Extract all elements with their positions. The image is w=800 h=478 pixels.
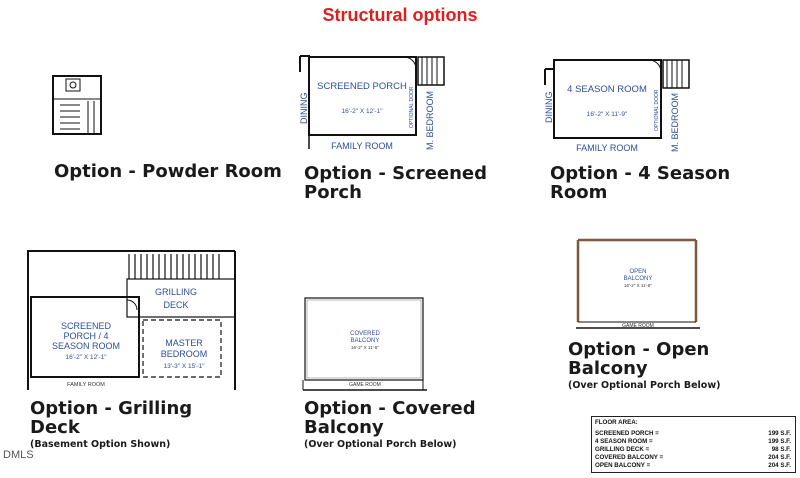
floor-area-row: OPEN BALCONY = 204 S.F. <box>595 462 791 469</box>
page-title: Structural options <box>322 5 478 25</box>
option-title: Option - Screened Porch <box>304 163 487 203</box>
game-room-label: GAME ROOM <box>622 323 654 329</box>
bedroom-label: M. BEDROOM <box>670 93 680 152</box>
powder-room-plan <box>52 75 102 135</box>
dining-label: DINING <box>544 92 554 124</box>
family-room-label: FAMILY ROOM <box>576 143 638 153</box>
option-covered-balcony: Option - Covered Balcony (Over Optional … <box>304 399 479 450</box>
game-room-label: GAME ROOM <box>349 382 381 388</box>
row-value: 204 S.F. <box>768 462 791 469</box>
option-powder-room: Option - Powder Room <box>54 162 282 181</box>
row-label: 4 SEASON ROOM = <box>595 438 653 445</box>
option-title: Option - 4 Season Room <box>550 163 731 203</box>
family-room-label: FAMILY ROOM <box>331 141 393 151</box>
option-grilling-deck: Option - Grilling Deck (Basement Option … <box>30 399 205 450</box>
optional-door-label: OPTIONAL DOOR <box>409 86 415 128</box>
bedroom-label: M. BEDROOM <box>425 91 435 150</box>
floor-area-heading: FLOOR AREA: <box>595 419 638 426</box>
dining-label: DINING <box>299 93 309 125</box>
row-label: COVERED BALCONY = <box>595 454 664 461</box>
four-season-plan: 4 SEASON ROOM 16'-2" X 11'-9" FAMILY ROO… <box>544 59 690 153</box>
screened-porch-dim: 16'-2" X 12'-1" <box>65 354 107 361</box>
four-season-label: 4 SEASON ROOM <box>567 84 647 95</box>
screened-porch-plan: SCREENED PORCH 16'-2" X 12'-1" FAMILY RO… <box>299 55 445 151</box>
floor-area-row: GRILLING DECK = 98 S.F. <box>595 446 791 453</box>
row-label: GRILLING DECK = <box>595 446 650 453</box>
option-screened-porch: Option - Screened Porch <box>304 164 489 202</box>
screened-porch-dim: 16'-2" X 12'-1" <box>341 108 383 115</box>
watermark: DMLS <box>3 449 34 461</box>
master-bedroom-dim: 13'-3" X 15'-1" <box>163 363 205 370</box>
four-season-dim: 16'-2" X 11'-9" <box>587 111 628 118</box>
row-label: OPEN BALCONY = <box>595 462 651 469</box>
floor-area-table: FLOOR AREA: SCREENED PORCH = 199 S.F. 4 S… <box>591 416 796 473</box>
option-four-season: Option - 4 Season Room <box>550 164 735 202</box>
floor-area-row: COVERED BALCONY = 204 S.F. <box>595 454 791 461</box>
open-balcony-dim: 16'-2" X 11'-6" <box>624 283 652 288</box>
option-title: Option - Grilling Deck <box>30 398 193 438</box>
floor-area-row: 4 SEASON ROOM = 199 S.F. <box>595 438 791 445</box>
row-value: 199 S.F. <box>768 430 791 437</box>
row-value: 204 S.F. <box>768 454 791 461</box>
option-subtitle: (Over Optional Porch Below) <box>304 439 457 450</box>
optional-door-label: OPTIONAL DOOR <box>654 89 660 131</box>
option-title: Option - Open Balcony <box>568 339 710 379</box>
floor-area-row: SCREENED PORCH = 199 S.F. <box>595 430 791 437</box>
family-room-label: FAMILY ROOM <box>67 382 105 388</box>
option-title: Option - Powder Room <box>54 161 282 182</box>
option-subtitle: (Over Optional Porch Below) <box>568 380 721 391</box>
row-value: 199 S.F. <box>768 438 791 445</box>
option-subtitle: (Basement Option Shown) <box>30 439 171 450</box>
option-open-balcony: Option - Open Balcony (Over Optional Por… <box>568 340 743 391</box>
option-title: Option - Covered Balcony <box>304 398 476 438</box>
row-value: 98 S.F. <box>771 446 791 453</box>
covered-balcony-dim: 16'-2" X 11'-6" <box>351 345 379 350</box>
screened-porch-label: SCREENED PORCH <box>317 81 407 92</box>
row-label: SCREENED PORCH = <box>595 430 659 437</box>
